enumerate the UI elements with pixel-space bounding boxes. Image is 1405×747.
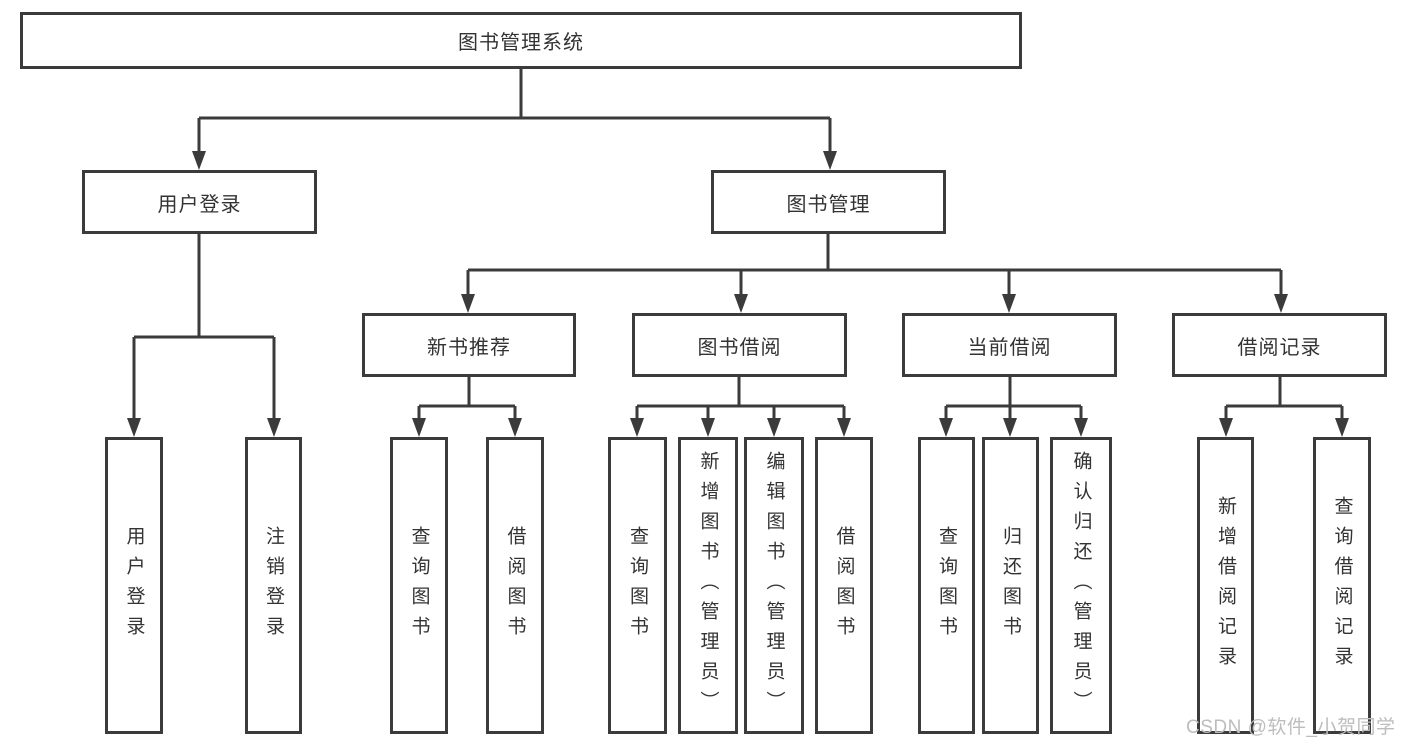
leaf-add-borrow-record: 新增借阅记录	[1197, 437, 1254, 734]
leaf-label: 查询借阅记录	[1331, 495, 1353, 676]
node-user-login: 用户登录	[82, 170, 317, 234]
leaf-label: 查询图书	[627, 525, 648, 646]
arrowheads	[127, 151, 1349, 437]
leaf-user-login: 用户登录	[105, 437, 163, 734]
node-book-management: 图书管理	[711, 170, 946, 234]
leaf-query-books-recommend: 查询图书	[390, 437, 448, 734]
leaf-label: 新增借阅记录	[1215, 495, 1236, 676]
leaf-label: 查询图书	[936, 525, 957, 646]
node-borrow-records: 借阅记录	[1172, 313, 1387, 377]
leaf-query-borrow-record: 查询借阅记录	[1313, 437, 1371, 734]
leaf-return-book: 归还图书	[982, 437, 1039, 734]
leaf-label: 编辑图书（管理员）	[763, 450, 785, 721]
leaf-label: 借阅图书	[833, 525, 855, 646]
leaf-logout: 注销登录	[245, 437, 302, 734]
leaf-add-book-admin: 新增图书（管理员）	[678, 437, 738, 734]
leaf-label: 新增图书（管理员）	[697, 450, 719, 721]
leaf-label: 查询图书	[408, 525, 430, 646]
node-new-book-recommend: 新书推荐	[362, 313, 576, 377]
node-book-borrow: 图书借阅	[632, 313, 847, 377]
leaf-confirm-return-admin: 确认归还（管理员）	[1050, 437, 1112, 734]
leaf-borrow-books: 借阅图书	[815, 437, 873, 734]
leaf-label: 注销登录	[263, 525, 284, 646]
leaf-edit-book-admin: 编辑图书（管理员）	[744, 437, 804, 734]
node-root: 图书管理系统	[20, 12, 1022, 69]
leaf-query-books-borrow: 查询图书	[608, 437, 667, 734]
leaf-borrow-books-recommend: 借阅图书	[486, 437, 544, 734]
csdn-watermark: CSDN @软件_小贺同学	[1186, 717, 1396, 738]
leaf-label: 确认归还（管理员）	[1070, 450, 1092, 721]
node-current-borrow: 当前借阅	[902, 313, 1117, 377]
leaf-label: 用户登录	[123, 525, 145, 646]
leaf-label: 借阅图书	[504, 525, 526, 646]
leaf-query-books-current: 查询图书	[918, 437, 975, 734]
leaf-label: 归还图书	[1000, 525, 1021, 646]
